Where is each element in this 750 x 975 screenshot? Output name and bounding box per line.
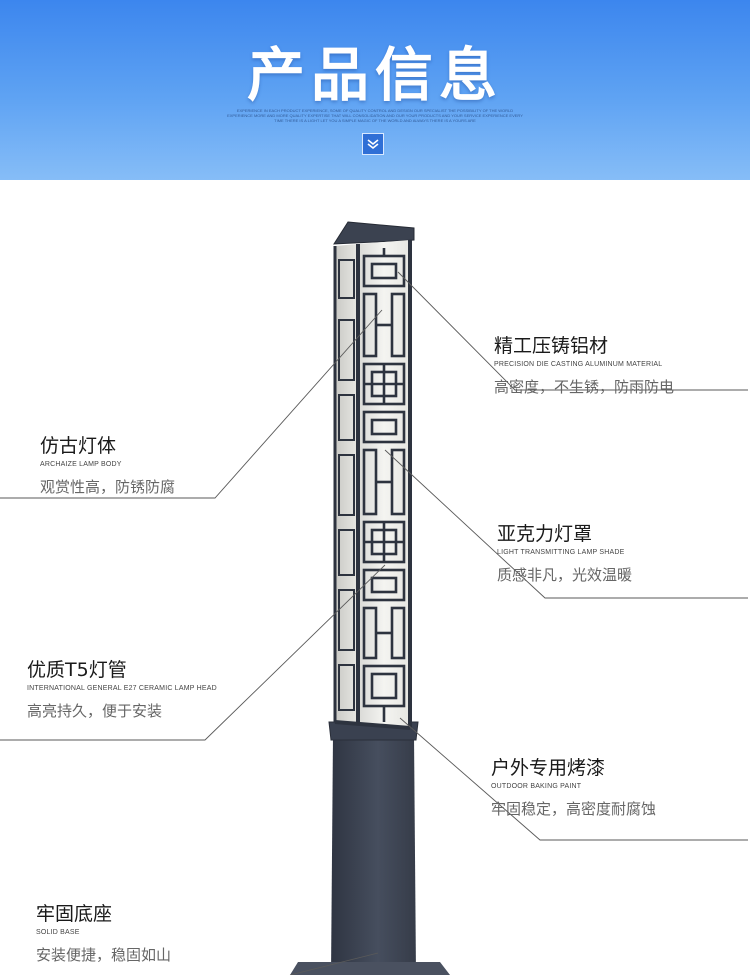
feature-title: 户外专用烤漆 bbox=[491, 757, 606, 779]
lamp-cap bbox=[333, 221, 415, 245]
feature-lamp-shade: 亚克力灯罩 LIGHT TRANSMITTING LAMP SHADE 质感非凡… bbox=[497, 522, 632, 586]
feature-title: 优质T5灯管 bbox=[27, 659, 127, 681]
leader-line-2 bbox=[0, 309, 383, 499]
feature-subtitle: SOLID BASE bbox=[36, 929, 80, 936]
leader-lines bbox=[0, 271, 748, 975]
feature-t5-tube: 优质T5灯管 INTERNATIONAL GENERAL E27 CERAMIC… bbox=[27, 658, 217, 722]
lamp-shade-left bbox=[335, 244, 358, 725]
feature-title: 亚克力灯罩 bbox=[497, 523, 593, 545]
feature-aluminum: 精工压铸铝材 PRECISION DIE CASTING ALUMINUM MA… bbox=[494, 334, 674, 398]
leader-line-5 bbox=[399, 717, 748, 841]
lamp-shade-front bbox=[358, 240, 410, 728]
feature-subtitle: OUTDOOR BAKING PAINT bbox=[491, 783, 582, 790]
feature-description: 质感非凡，光效温暖 bbox=[497, 566, 633, 584]
feature-description: 安装便捷，稳固如山 bbox=[36, 946, 172, 964]
feature-description: 观赏性高，防锈防腐 bbox=[40, 478, 176, 496]
feature-description: 高亮持久，便于安装 bbox=[27, 702, 163, 720]
feature-description: 牢固稳定，高密度耐腐蚀 bbox=[491, 800, 657, 818]
feature-subtitle: ARCHAIZE LAMP BODY bbox=[40, 461, 122, 468]
chevron-down-icon bbox=[367, 139, 379, 150]
pole-shaft bbox=[331, 735, 416, 975]
feature-title: 精工压铸铝材 bbox=[494, 335, 609, 357]
feature-solid-base: 牢固底座 SOLID BASE 安装便捷，稳固如山 bbox=[36, 902, 171, 966]
feature-lamp-body: 仿古灯体 ARCHAIZE LAMP BODY 观赏性高，防锈防腐 bbox=[40, 434, 175, 498]
feature-title: 牢固底座 bbox=[36, 903, 113, 925]
lattice-pattern bbox=[362, 248, 406, 722]
leader-line-4 bbox=[0, 564, 386, 741]
feature-subtitle: PRECISION DIE CASTING ALUMINUM MATERIAL bbox=[494, 361, 663, 368]
leader-line-6 bbox=[289, 952, 379, 975]
base-plate bbox=[290, 962, 450, 975]
feature-subtitle: LIGHT TRANSMITTING LAMP SHADE bbox=[497, 549, 625, 556]
feature-title: 仿古灯体 bbox=[40, 435, 117, 457]
scroll-down-button[interactable] bbox=[362, 133, 384, 155]
header-subtitle: EXPERIENCE IN EACH PRODUCT EXPERIENCE, S… bbox=[227, 108, 523, 123]
header-banner: 产品信息 EXPERIENCE IN EACH PRODUCT EXPERIEN… bbox=[0, 0, 750, 180]
feature-description: 高密度，不生锈，防雨防电 bbox=[494, 378, 675, 396]
feature-subtitle: INTERNATIONAL GENERAL E27 CERAMIC LAMP H… bbox=[27, 685, 217, 692]
leader-line-3 bbox=[384, 449, 748, 599]
feature-baking-paint: 户外专用烤漆 OUTDOOR BAKING PAINT 牢固稳定，高密度耐腐蚀 bbox=[491, 756, 656, 820]
page-title: 产品信息 bbox=[246, 41, 503, 109]
leader-line-1 bbox=[397, 271, 748, 391]
